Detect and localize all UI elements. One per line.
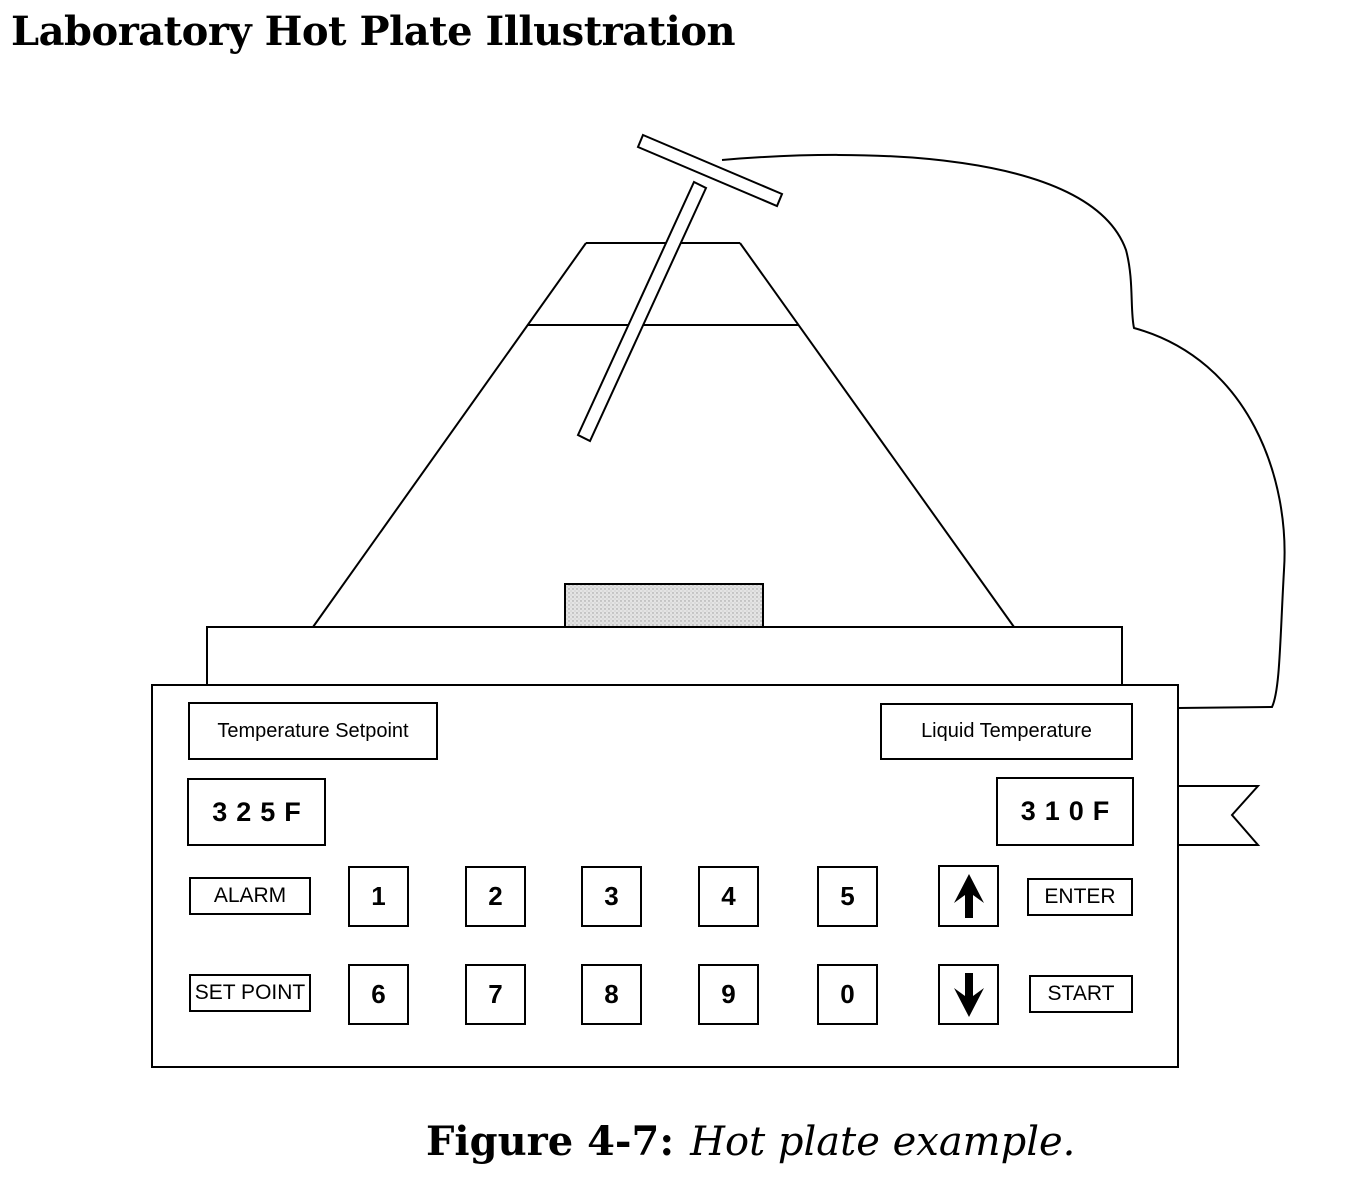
temperature-setpoint-label: Temperature Setpoint [188, 702, 438, 760]
key-6[interactable]: 6 [348, 964, 409, 1025]
alarm-button[interactable]: ALARM [189, 877, 311, 915]
up-button[interactable] [938, 865, 999, 927]
key-9[interactable]: 9 [698, 964, 759, 1025]
enter-button[interactable]: ENTER [1027, 878, 1133, 916]
figure-number: Figure 4-7: [426, 1118, 675, 1165]
arrow-up-icon [953, 874, 984, 918]
down-button[interactable] [938, 964, 999, 1025]
page-title: Laboratory Hot Plate Illustration [11, 8, 736, 55]
heating-element [564, 583, 764, 628]
key-7[interactable]: 7 [465, 964, 526, 1025]
key-3[interactable]: 3 [581, 866, 642, 927]
flask [312, 242, 1015, 628]
figure-description: Hot plate example. [690, 1119, 1076, 1165]
hot-plate-top [206, 626, 1123, 686]
arrow-down-icon [953, 972, 984, 1017]
set-point-button[interactable]: SET POINT [189, 974, 311, 1012]
setpoint-readout: 325F [187, 778, 326, 846]
liquid-temperature-label: Liquid Temperature [880, 703, 1133, 760]
figure-caption: Figure 4-7: Hot plate example. [426, 1118, 1075, 1165]
key-8[interactable]: 8 [581, 964, 642, 1025]
key-2[interactable]: 2 [465, 866, 526, 927]
liquid-temperature-readout: 310F [996, 777, 1134, 846]
thermometer-probe [576, 180, 708, 443]
probe-cable [721, 153, 1286, 709]
key-4[interactable]: 4 [698, 866, 759, 927]
key-0[interactable]: 0 [817, 964, 878, 1025]
probe-handle [636, 133, 784, 208]
key-5[interactable]: 5 [817, 866, 878, 927]
key-1[interactable]: 1 [348, 866, 409, 927]
start-button[interactable]: START [1029, 975, 1133, 1013]
probe-connector [1177, 785, 1261, 846]
